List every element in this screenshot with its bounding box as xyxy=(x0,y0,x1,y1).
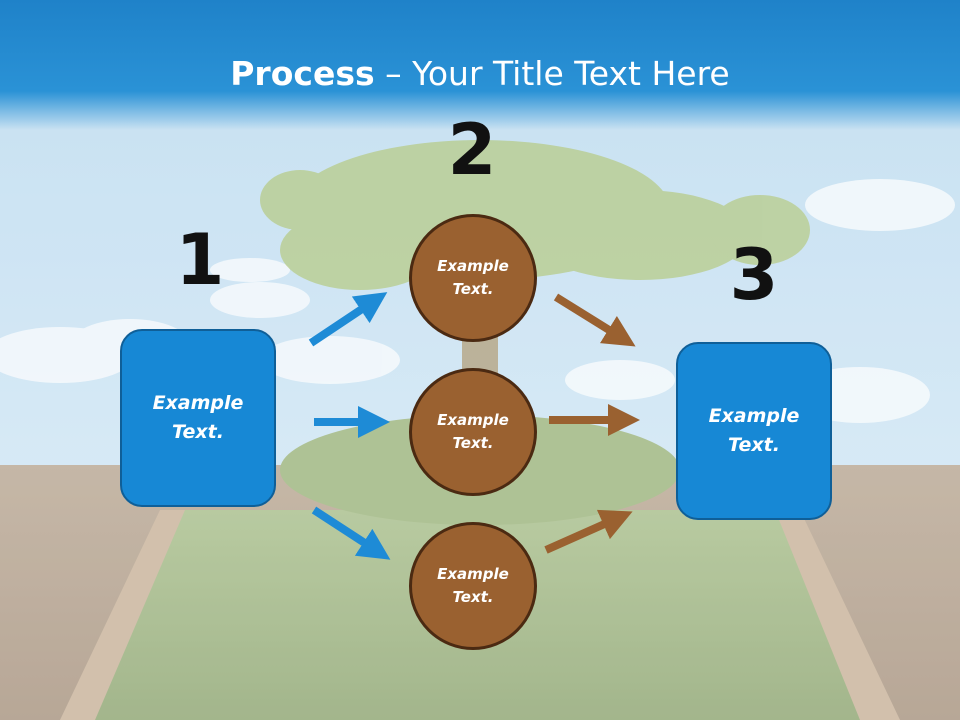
step-3-box: Example Text. xyxy=(676,342,832,520)
step-2-number: 2 xyxy=(447,109,497,191)
step-2-text-middle: Example Text. xyxy=(437,411,509,452)
slide-title: Process – Your Title Text Here xyxy=(0,52,960,96)
title-bold: Process xyxy=(230,54,375,93)
step-3-text: Example Text. xyxy=(708,405,800,456)
step-2-text-top: Example Text. xyxy=(437,257,509,298)
title-rest: – Your Title Text Here xyxy=(374,54,730,93)
arrow-1-to-2-top xyxy=(308,292,388,347)
step-1-box: Example Text. xyxy=(120,329,276,507)
step-2-circle-bottom: Example Text. xyxy=(409,522,537,650)
arrow-2-to-3-top xyxy=(553,293,636,347)
step-2-circle-top: Example Text. xyxy=(409,214,537,342)
step-3-number: 3 xyxy=(729,234,779,316)
arrow-2-to-3-bottom xyxy=(544,509,633,554)
step-2-circle-middle: Example Text. xyxy=(409,368,537,496)
step-1-number: 1 xyxy=(175,219,225,301)
step-2-text-bottom: Example Text. xyxy=(437,565,509,606)
arrow-1-to-2-bottom xyxy=(311,506,391,560)
step-1-text: Example Text. xyxy=(152,392,244,443)
title-bar xyxy=(0,0,960,130)
